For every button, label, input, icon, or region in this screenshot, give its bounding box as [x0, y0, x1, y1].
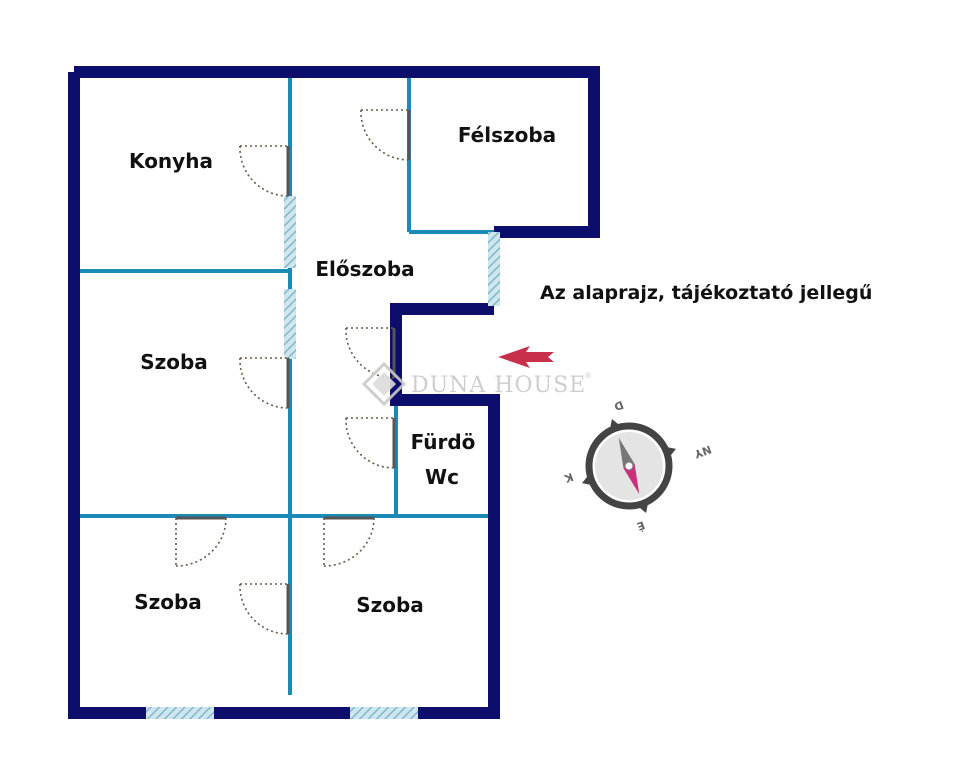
window-bottom-left — [146, 707, 214, 719]
window-bottom-right — [350, 707, 418, 719]
door-storage — [345, 327, 396, 379]
opening-entrance — [488, 232, 500, 306]
door-kitchen — [239, 145, 290, 197]
entrance-arrow-icon — [498, 346, 554, 368]
watermark-logo-icon — [361, 361, 407, 407]
doors — [175, 109, 411, 635]
compass-needle-pink — [623, 463, 640, 495]
label-felszoba: Félszoba — [458, 123, 556, 147]
label-furdo: Fürdö — [411, 430, 476, 454]
label-konyha: Konyha — [129, 149, 213, 173]
outer-wall-top — [74, 66, 600, 238]
disclaimer-note: Az alaprajz, tájékoztató jellegű — [540, 282, 872, 304]
compass-label-east: K — [562, 470, 575, 485]
compass-label-west: NY — [692, 442, 714, 460]
windows — [146, 196, 500, 719]
label-wc: Wc — [425, 465, 459, 489]
door-bathroom — [345, 417, 396, 469]
compass-label-north: É — [635, 518, 647, 533]
compass-label-south: D — [612, 398, 625, 413]
opening-kitchen — [284, 196, 296, 268]
label-szoba-bottom-right: Szoba — [356, 593, 424, 617]
inner-walls — [74, 72, 494, 695]
outer-walls — [68, 66, 600, 719]
door-szoba-middle — [239, 357, 290, 409]
door-felszoba — [360, 109, 411, 161]
door-szoba-bottom-left-top — [175, 516, 227, 567]
door-szoba-bottom-right-top — [323, 516, 375, 567]
label-eloszoba: Előszoba — [315, 257, 414, 281]
outer-wall-main — [68, 72, 500, 719]
door-szoba-bottom-left-side — [239, 583, 290, 635]
compass-icon: D NY K É — [562, 398, 713, 533]
label-szoba-middle-left: Szoba — [140, 350, 208, 374]
watermark: DUNA HOUSE ® — [361, 361, 592, 407]
label-szoba-bottom-left: Szoba — [134, 590, 202, 614]
opening-szoba — [284, 289, 296, 359]
watermark-registered: ® — [584, 371, 592, 380]
compass-needle-grey — [618, 437, 635, 469]
watermark-brand: DUNA HOUSE — [411, 373, 586, 398]
